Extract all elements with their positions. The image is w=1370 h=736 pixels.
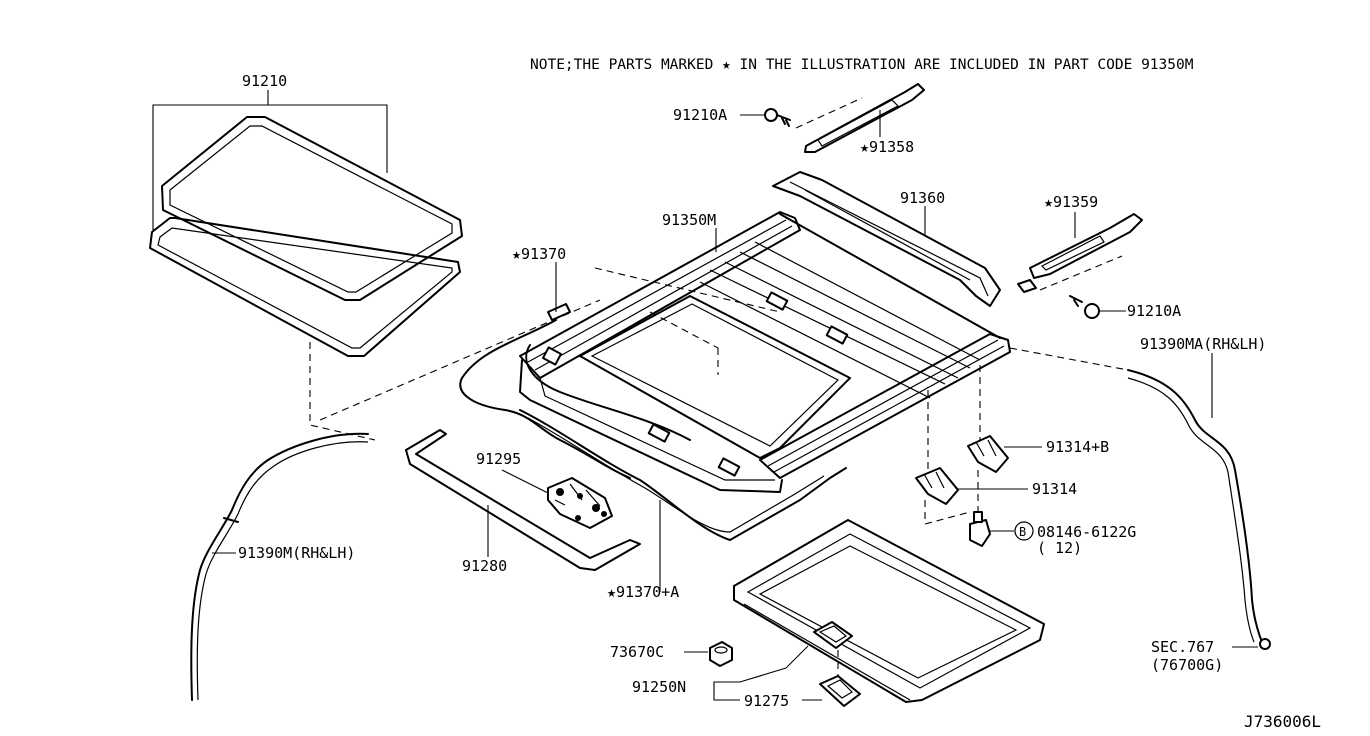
label-91295: 91295 [476, 450, 521, 468]
motor-91295 [501, 469, 613, 529]
sunroof-frame-91350M [519, 211, 1011, 493]
label-73670C: 73670C [610, 643, 664, 661]
label-91370A: ★91370+A [607, 583, 679, 601]
nut-73670C [684, 641, 733, 667]
label-91358: ★91358 [860, 138, 914, 156]
bracket-91314 [915, 390, 1028, 525]
bracket-91314B [967, 365, 1042, 473]
label-08146: 08146-6122G [1037, 523, 1136, 541]
label-91314: 91314 [1032, 480, 1077, 498]
bracket-91358 [740, 83, 925, 153]
label-91210: 91210 [242, 72, 287, 90]
bolt-marker-b: B [1019, 525, 1026, 539]
drain-hose-91390MA [1009, 347, 1271, 650]
label-sec767-ref: (76700G) [1151, 656, 1223, 674]
label-91370: ★91370 [512, 245, 566, 263]
label-91210A-top: 91210A [673, 106, 727, 124]
label-91250N: 91250N [632, 678, 686, 696]
label-91210A-right: 91210A [1127, 302, 1181, 320]
deflector-91280 [405, 429, 641, 571]
diagram-id: J736006L [1244, 712, 1321, 731]
handle-91275 [802, 650, 861, 707]
seal-91370A [519, 409, 847, 592]
callout-91210: 91210 [152, 72, 388, 231]
drain-hose-91390M [190, 432, 369, 701]
bracket-91359 [1017, 212, 1143, 319]
rail-91360 [772, 171, 1001, 307]
glass-lid-91210 [149, 116, 463, 357]
label-91359: ★91359 [1044, 193, 1098, 211]
label-91390MA: 91390MA(RH&LH) [1140, 335, 1266, 353]
parts-note: NOTE;THE PARTS MARKED ★ IN THE ILLUSTRAT… [530, 57, 1194, 73]
label-08146-qty: ( 12) [1037, 539, 1082, 557]
label-91390M: 91390M(RH&LH) [238, 544, 355, 562]
label-sec767: SEC.767 [1151, 638, 1214, 656]
label-91314B: 91314+B [1046, 438, 1109, 456]
drain-hose-91370 [459, 262, 781, 479]
label-91275: 91275 [744, 692, 789, 710]
bolt-08146: B [969, 470, 1034, 547]
label-91360: 91360 [900, 189, 945, 207]
label-91280: 91280 [462, 557, 507, 575]
sunshade-91250N [713, 519, 1045, 703]
label-91350M: 91350M [662, 211, 716, 229]
